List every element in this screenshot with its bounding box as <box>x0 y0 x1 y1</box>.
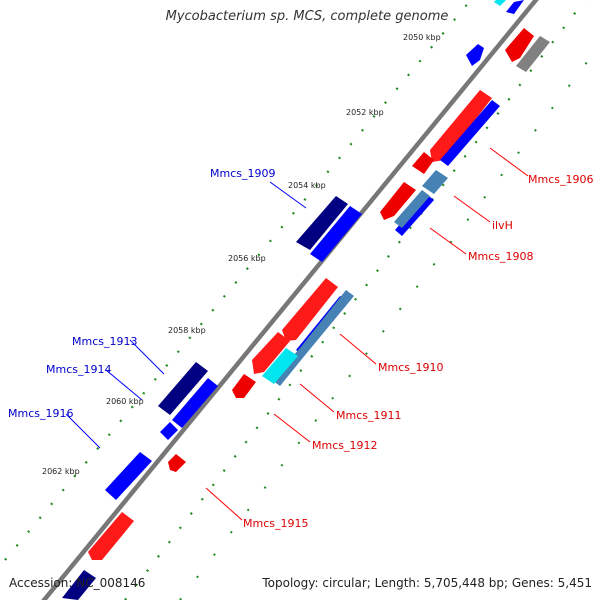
gene-arrow-Mmcs_1913[interactable] <box>158 362 208 415</box>
gene-label-Mmcs_1911[interactable]: Mmcs_1911 <box>336 409 401 422</box>
feature-steel-1908[interactable] <box>394 190 430 228</box>
inner-tick-guide <box>4 0 473 561</box>
reverse-genes <box>62 0 524 600</box>
leader-Mmcs_1910 <box>339 333 377 365</box>
gene-label-Mmcs_1908[interactable]: Mmcs_1908 <box>468 250 533 263</box>
gene-arrow-bottom-navy[interactable] <box>62 570 96 600</box>
leader-Mmcs_1913 <box>129 339 165 375</box>
gene-arrow-Mmcs_1908-red[interactable] <box>380 182 416 220</box>
gene-arrow-Mmcs_1915[interactable] <box>168 454 186 472</box>
gene-arrow-bottom-red[interactable] <box>88 512 134 560</box>
gene-arrow-top-blue[interactable] <box>506 0 524 14</box>
gene-label-Mmcs_1910[interactable]: Mmcs_1910 <box>378 361 443 374</box>
gene-label-Mmcs_1915[interactable]: Mmcs_1915 <box>243 517 308 530</box>
gene-label-Mmcs_1909[interactable]: Mmcs_1909 <box>210 167 275 180</box>
scale-label: 2050 kbp <box>403 33 441 42</box>
gene-label-Mmcs_1914[interactable]: Mmcs_1914 <box>46 363 111 376</box>
gene-label-Mmcs_1916[interactable]: Mmcs_1916 <box>8 407 73 420</box>
gene-arrow-Mmcs_1906-blue[interactable] <box>440 100 500 166</box>
feature-cyan-1911[interactable] <box>262 348 298 384</box>
feature-cyan-top[interactable] <box>494 0 506 6</box>
gene-arrow-Mmcs_1911[interactable] <box>252 332 290 374</box>
leader-Mmcs_1906 <box>489 147 529 177</box>
genome-summary-text: Topology: circular; Length: 5,705,448 bp… <box>262 576 592 590</box>
gene-arrow-top-red[interactable] <box>505 28 534 62</box>
gene-arrow-Mmcs_1914-b[interactable] <box>160 422 178 440</box>
leader-lines <box>65 147 529 521</box>
gene-arrow-Mmcs_1909[interactable] <box>296 196 348 250</box>
other-features <box>262 0 550 386</box>
gene-labels: Mmcs_1906 ilvH Mmcs_1908 Mmcs_1909 Mmcs_… <box>8 167 593 530</box>
feature-gray[interactable] <box>516 36 550 72</box>
gene-arrow-Mmcs_1912[interactable] <box>232 374 256 398</box>
scale-label: 2056 kbp <box>228 254 266 263</box>
leader-Mmcs_1916 <box>65 413 101 449</box>
gene-arrow-Mmcs_1914[interactable] <box>172 378 218 428</box>
gene-arrow-Mmcs_1910[interactable] <box>282 278 338 341</box>
gene-label-Mmcs_1913[interactable]: Mmcs_1913 <box>72 335 137 348</box>
forward-genes <box>88 28 534 560</box>
gene-label-Mmcs_1912[interactable]: Mmcs_1912 <box>312 439 377 452</box>
gene-arrow-Mmcs_1908-blue[interactable] <box>395 194 434 236</box>
gene-label-Mmcs_1906[interactable]: Mmcs_1906 <box>528 173 593 186</box>
gene-arrow-small-blue[interactable] <box>466 44 484 66</box>
gene-arrow-ilvH[interactable] <box>412 152 434 174</box>
scale-label: 2060 kbp <box>106 397 144 406</box>
scale-label: 2054 kbp <box>288 181 326 190</box>
leader-Mmcs_1915 <box>205 487 243 521</box>
leader-Mmcs_1912 <box>273 413 311 443</box>
outer-tick-guide <box>124 0 586 600</box>
feature-steel-ilvH[interactable] <box>422 170 448 194</box>
scale-labels: 2050 kbp 2052 kbp 2054 kbp 2056 kbp 2058… <box>42 33 441 476</box>
accession-text: Accession: NC_008146 <box>9 576 146 590</box>
scale-label: 2058 kbp <box>168 326 206 335</box>
gene-label-ilvH[interactable]: ilvH <box>492 219 513 232</box>
gene-arrow-Mmcs_1909-b[interactable] <box>310 206 362 262</box>
leader-Mmcs_1908 <box>429 227 467 255</box>
scale-label: 2062 kbp <box>42 467 80 476</box>
leader-Mmcs_1914 <box>105 369 143 401</box>
leader-Mmcs_1911 <box>299 383 335 413</box>
leader-ilvH <box>453 195 491 223</box>
map-title: Mycobacterium sp. MCS, complete genome <box>165 9 449 24</box>
scale-label: 2052 kbp <box>346 108 384 117</box>
genome-backbone <box>41 0 539 600</box>
gene-arrow-Mmcs_1916[interactable] <box>105 452 152 500</box>
leader-Mmcs_1909 <box>269 181 307 209</box>
gene-arrow-Mmcs_1906[interactable] <box>430 90 492 162</box>
